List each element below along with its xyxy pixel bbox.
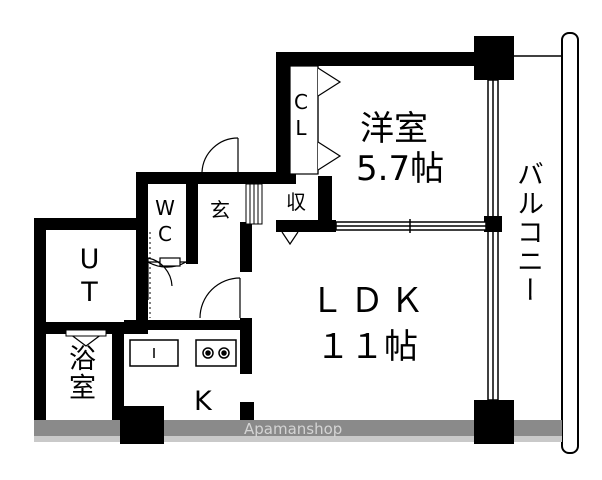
closet-doors (289, 65, 342, 175)
western-room-size: 5.7帖 (356, 149, 445, 189)
utility-label: UT (74, 244, 105, 310)
watermark: Apamanshop (244, 420, 343, 438)
balcony-label: バルコニー (512, 160, 543, 305)
wall-bottom-mid (240, 402, 254, 420)
closet-door-bottom (317, 141, 342, 171)
floor-band (34, 420, 562, 436)
kitchen-label: K (194, 386, 212, 417)
wall-wc-top (136, 172, 296, 184)
ldk-name: ＬＤＫ (310, 281, 430, 321)
bath-door (69, 333, 103, 347)
closet-door-top (317, 67, 342, 97)
ldk-door (199, 277, 241, 319)
walls (34, 36, 514, 444)
bath-label: 浴室 (64, 344, 95, 402)
wall-ut-right (136, 218, 148, 324)
wall-ldk-left-lower (240, 318, 252, 374)
closet-label: CL (289, 90, 313, 142)
bath-door-frame (65, 329, 107, 337)
column-top-right (474, 36, 514, 80)
balcony-windows (487, 79, 499, 401)
kitchen-stove (195, 339, 237, 367)
wall-kitchen-counter (124, 320, 252, 330)
wall-ut-top (34, 218, 148, 230)
wall-wc-right (186, 184, 198, 264)
wall-western-left (276, 52, 290, 176)
entrance-door (201, 137, 239, 173)
balcony-railing (561, 32, 579, 454)
stove-body (195, 339, 237, 367)
wall-western-top (276, 52, 476, 66)
wall-storage-right (318, 176, 332, 226)
wall-ut-left (34, 218, 46, 420)
wall-wc-left (136, 172, 148, 222)
wc-door (147, 257, 187, 268)
storage-label: 収 (286, 190, 306, 214)
column-bottom-right-foot (474, 420, 514, 444)
western-room-name: 洋室 (360, 109, 428, 149)
wall-right-between-windows (484, 216, 502, 232)
ut-door (147, 257, 173, 300)
sliding-door-western (335, 219, 487, 233)
entrance-step (245, 183, 263, 225)
storage-door (281, 231, 299, 246)
toilet-label: WC (153, 196, 177, 248)
sink-basin (129, 339, 179, 367)
floor-band-light (34, 436, 562, 442)
entrance-door-arc (201, 137, 239, 173)
wall-corridor-right (240, 222, 252, 272)
entrance-label: 玄 (210, 198, 230, 222)
kitchen-sink (129, 339, 179, 367)
wall-bottom-left (112, 406, 164, 420)
wall-western-bottom (276, 220, 336, 232)
column-bottom-left (120, 420, 164, 444)
ldk-size: １１帖 (316, 327, 418, 367)
wall-bath-right (112, 330, 124, 420)
